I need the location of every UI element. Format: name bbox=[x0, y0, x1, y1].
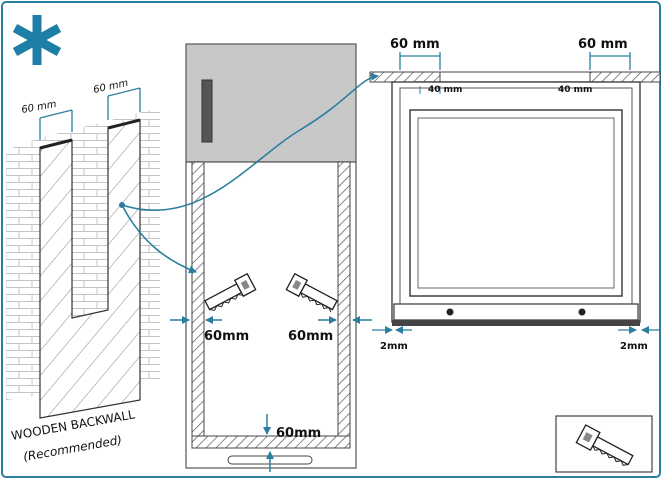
cabinet-bottom-dim-label: 60mm bbox=[276, 426, 321, 441]
handsaw-icon bbox=[204, 272, 257, 311]
top-right-dim-label: 60 mm bbox=[578, 37, 628, 52]
appliance-cavity bbox=[409, 109, 623, 297]
appliance-base bbox=[393, 303, 639, 321]
base-screw-right bbox=[578, 308, 586, 316]
top-left-dim-bracket bbox=[399, 52, 441, 70]
cabinet-left-wall bbox=[191, 161, 205, 443]
cabinet-left-dim-label: 60mm bbox=[204, 329, 249, 344]
legend-saw-box bbox=[555, 415, 653, 473]
legend-box bbox=[555, 415, 653, 473]
connector-arrow-to-appliance bbox=[121, 72, 379, 211]
cabinet-right-wall bbox=[337, 161, 351, 443]
top-right-dim-bracket bbox=[589, 52, 631, 70]
cabinet-right-dim-label: 60mm bbox=[288, 329, 333, 344]
wall-dim-left-label: 60 mm bbox=[21, 99, 58, 116]
inner-right-dim-label: 40 mm bbox=[558, 85, 592, 95]
handsaw-icon bbox=[285, 272, 338, 313]
gap-left-label: 2mm bbox=[380, 341, 408, 352]
gap-right-label: 2mm bbox=[620, 341, 648, 352]
cabinet-door bbox=[185, 43, 357, 163]
wall-dim-right-bracket bbox=[107, 87, 141, 120]
connector-arrow-to-cabinet bbox=[121, 204, 197, 274]
appliance-cavity-inner bbox=[417, 117, 615, 289]
appliance-panel: 60 mm 60 mm 40 mm 40 mm 2mm 2mm bbox=[369, 37, 661, 352]
inner-left-dim-ticks bbox=[419, 86, 441, 94]
handsaw-icon bbox=[575, 424, 634, 466]
top-left-dim-label: 60 mm bbox=[390, 37, 440, 52]
wall-dim-right-label: 60 mm bbox=[92, 78, 129, 96]
wall-panel: 60 mm 60 mm WOODEN BACKWALL (Recommended… bbox=[6, 15, 160, 464]
wall-dim-left-bracket bbox=[39, 109, 73, 140]
backwall-top-edges bbox=[39, 118, 141, 150]
asterisk-icon bbox=[12, 15, 62, 65]
cabinet-body bbox=[185, 161, 357, 469]
inner-left-dim-label: 40 mm bbox=[428, 85, 462, 95]
appliance-foot bbox=[392, 320, 640, 326]
worktop-cutout bbox=[439, 71, 591, 83]
cabinet-bottom-shelf bbox=[191, 435, 351, 449]
cabinet-panel: 60mm 60mm 60mm bbox=[170, 43, 372, 472]
base-screw-left bbox=[446, 308, 454, 316]
door-handle bbox=[201, 79, 213, 143]
